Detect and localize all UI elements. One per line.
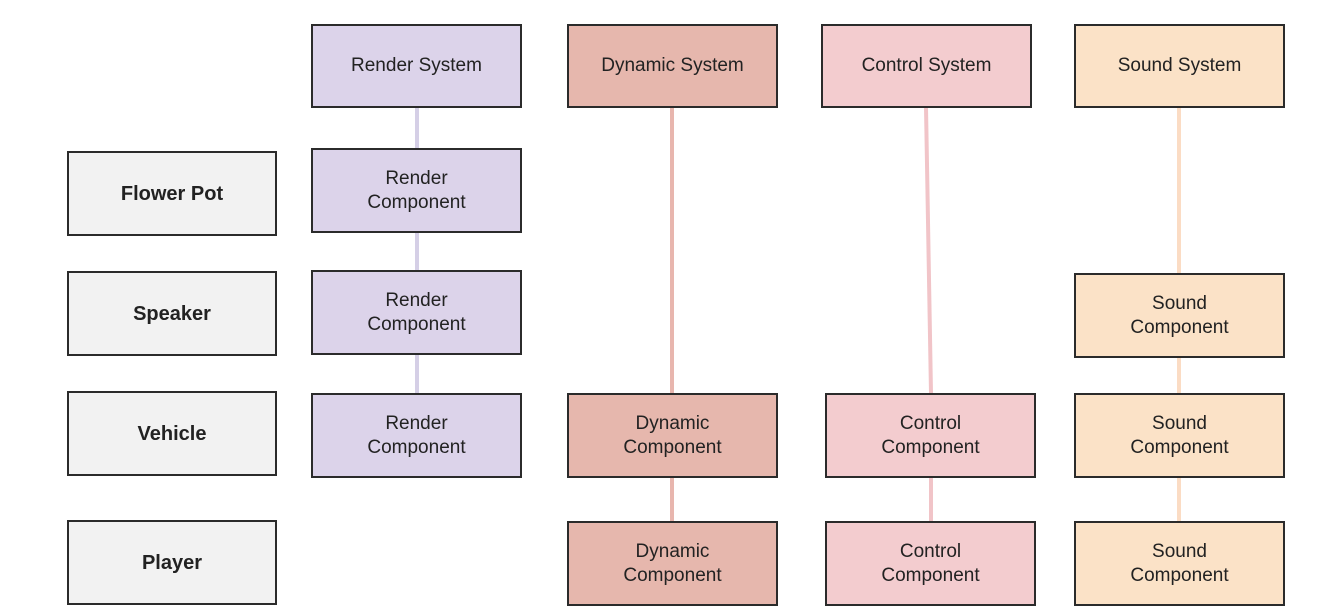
sound-system-box: Sound System [1074,24,1285,108]
component-label-line2: Component [367,313,466,335]
control-system-label: Control System [861,55,992,76]
dynamic-system-label: Dynamic System [601,55,744,76]
entity-label: Vehicle [137,422,207,445]
component-label-line2: Component [1130,436,1229,458]
component-label-line1: Render [385,289,448,311]
component-label-line1: Control [899,412,962,434]
dynamic-connector [670,476,674,522]
render-connector [415,107,419,151]
entity-vehicle: Vehicle [67,391,277,476]
component-label-line2: Component [367,191,466,213]
component-label-line1: Sound [1152,412,1207,434]
component-label-line1: Dynamic [635,412,710,434]
dynamic-system-box: Dynamic System [567,24,778,108]
component-label-line1: Dynamic [635,540,710,562]
component-label-line2: Component [623,436,722,458]
entity-label: Player [141,551,203,574]
component-label-line1: Render [385,412,448,434]
control-connector [924,106,934,395]
entity-flower-pot: Flower Pot [67,151,277,236]
sound-connector [1177,355,1181,395]
sound-connector [1177,476,1181,522]
render-connector [415,231,419,273]
component-label-line1: Sound [1152,540,1207,562]
render-system-box: Render System [311,24,522,108]
render-connector [415,354,419,395]
component-label-line1: Render [385,167,448,189]
component-label-line2: Component [881,564,980,586]
entity-label: Speaker [133,302,211,325]
component-label-line2: Component [881,436,980,458]
component-label-line2: Component [1130,564,1229,586]
sound-system-label: Sound System [1117,55,1242,76]
sound-connector [1177,107,1181,274]
control-connector [929,476,933,522]
entity-player: Player [67,520,277,605]
entity-speaker: Speaker [67,271,277,356]
render-system-label: Render System [351,55,482,76]
component-label-line2: Component [1130,316,1229,338]
dynamic-connector [670,107,674,395]
component-label-line2: Component [367,436,466,458]
entity-label: Flower Pot [120,182,224,205]
component-label-line2: Component [623,564,722,586]
component-label-line1: Sound [1152,292,1207,314]
control-system-box: Control System [821,24,1032,108]
component-label-line1: Control [899,540,962,562]
